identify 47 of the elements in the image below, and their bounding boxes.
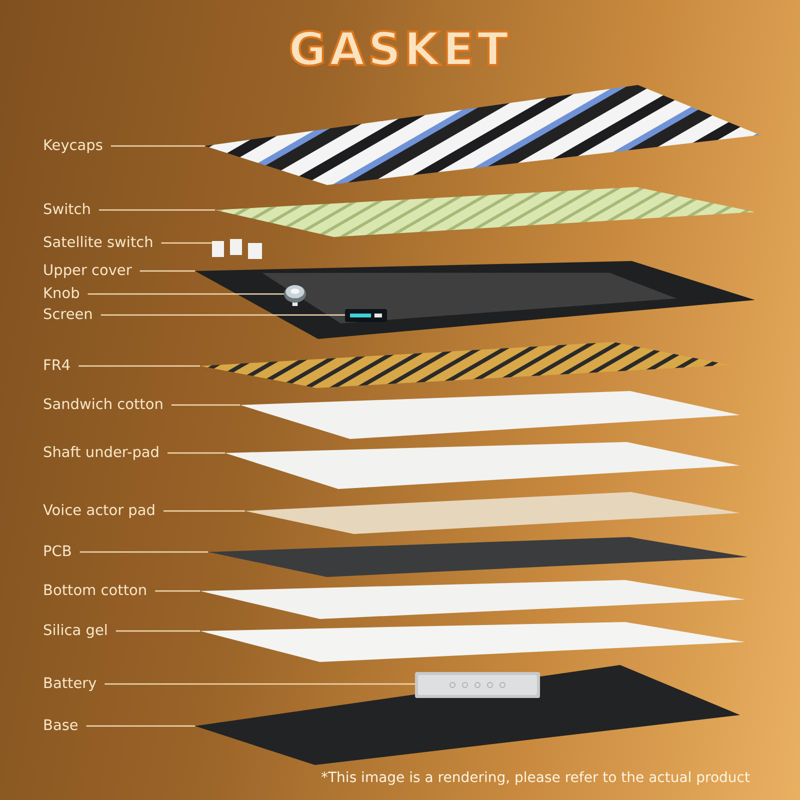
layer-drawing [225, 442, 740, 489]
leader-line [168, 452, 225, 454]
leader-line [140, 270, 195, 272]
part-label: Keycaps [43, 138, 103, 154]
part-label: Switch [43, 202, 91, 218]
part-label: Battery [43, 676, 97, 692]
part-label: Silica gel [43, 623, 108, 639]
layer-drawing [195, 665, 740, 765]
leader-line [104, 683, 415, 685]
leader-line [88, 293, 284, 295]
stabilizer-drawing [212, 239, 262, 259]
layer-drawing [200, 580, 745, 619]
layer-drawing [200, 342, 730, 388]
leader-line [98, 209, 215, 211]
layer-drawing [200, 622, 745, 662]
battery-drawing [415, 672, 540, 698]
part-label: Sandwich cotton [43, 397, 164, 413]
layer-drawing [240, 391, 740, 439]
part-label: Screen [43, 307, 93, 323]
leader-line [86, 725, 195, 727]
part-label: Satellite switch [43, 235, 154, 251]
leader-line [100, 314, 345, 316]
title: GASKET [288, 22, 512, 76]
layer-drawing [215, 187, 755, 237]
leader-line [161, 242, 212, 244]
layer-drawing [205, 85, 760, 185]
leader-line [80, 551, 208, 553]
knob-drawing [284, 284, 306, 306]
disclaimer-note: *This image is a rendering, please refer to the actual product [321, 770, 750, 786]
leader-line [116, 630, 200, 632]
part-label: Shaft under-pad [43, 445, 160, 461]
part-label: PCB [43, 544, 72, 560]
part-label: Voice actor pad [43, 503, 156, 519]
part-label: Knob [43, 286, 80, 302]
screen-drawing [345, 309, 387, 322]
leader-line [163, 510, 245, 512]
leader-line [110, 145, 205, 147]
part-label: Upper cover [43, 263, 132, 279]
frame-drawing [195, 261, 755, 339]
leader-line [171, 404, 240, 406]
part-label: Bottom cotton [43, 583, 148, 599]
part-label: Base [43, 718, 78, 734]
leader-line [78, 365, 200, 367]
leader-line [155, 590, 200, 592]
part-label: FR4 [43, 358, 71, 374]
layer-drawing [208, 537, 748, 577]
layer-drawing [245, 492, 740, 534]
